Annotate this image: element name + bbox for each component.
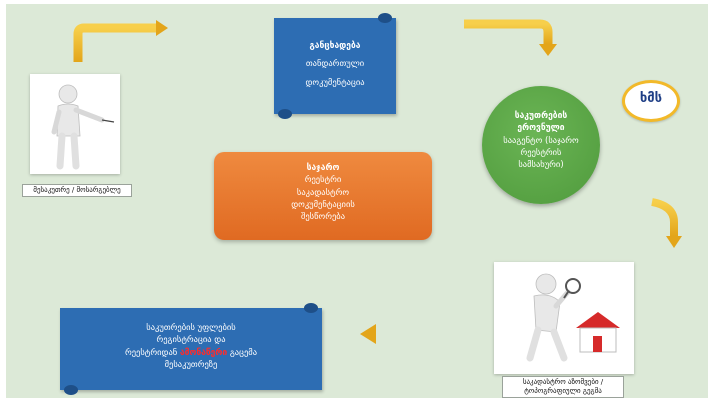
agency-circle: საკუთრების ეროვნული სააგენტო (საჯარო რეე…: [482, 86, 600, 204]
registration-line-3-before: რეესტრიდან: [124, 347, 180, 358]
owner-caption: მესაკუთრე / მოსარგებლე: [22, 184, 132, 198]
application-title: განცხადება: [309, 41, 361, 51]
arrow-head-3: [666, 236, 682, 248]
extract-highlight: ამონაწერი: [179, 347, 228, 358]
arrow-agency-to-survey: [651, 198, 678, 236]
agency-line-4: რეესტრის: [520, 147, 562, 158]
registry-line-2: რეესტრი: [304, 175, 342, 186]
agency-logo: ხმს: [622, 80, 680, 122]
arrow-application-to-agency: [464, 19, 553, 44]
registration-line-4: მესაკუთრეზე: [164, 359, 218, 370]
scroll-curl-bottom: [64, 385, 78, 395]
scroll-curl-top: [378, 13, 392, 23]
registry-line-3: საკადასტრო: [296, 187, 350, 198]
registry-line-1: საჯარო: [306, 163, 340, 173]
arrow-head-4: [360, 324, 376, 344]
agency-line-2: ეროვნული: [517, 123, 565, 134]
registry-line-5: შესწორება: [300, 212, 346, 223]
registration-line-2: რეგისტრაცია და: [156, 335, 226, 346]
application-line-3: დოკუმენტაცია: [305, 77, 365, 88]
arrow-head-2: [539, 44, 557, 56]
registry-correction-box: საჯარო რეესტრი საკადასტრო დოკუმენტაციის …: [214, 152, 432, 240]
owner-figure-card: [30, 74, 120, 174]
registration-scroll: საკუთრების უფლების რეგისტრაცია და რეესტრ…: [60, 303, 322, 395]
person-magnifier-house-icon: [526, 273, 620, 362]
logo-text: ხმს: [639, 91, 663, 106]
arrow-head-1: [156, 20, 168, 36]
agency-line-3: სააგენტო (საჯარო: [503, 135, 579, 146]
scroll-curl-top: [304, 303, 318, 313]
application-scroll: განცხადება თანდართული დოკუმენტაცია: [274, 13, 396, 119]
registry-line-4: დოკუმენტაციის: [291, 199, 355, 210]
flow-arrows: [73, 19, 682, 344]
agency-line-5: სამსახური): [518, 160, 564, 171]
registration-line-3-after: გაცემა: [227, 347, 258, 358]
registration-line-1: საკუთრების უფლების: [146, 323, 236, 333]
application-line-2: თანდართული: [305, 59, 365, 70]
arrow-person-to-application: [73, 23, 156, 62]
diagram-canvas: მესაკუთრე / მოსარგებლე განცხადება თანდარ…: [6, 4, 708, 399]
agency-line-1: საკუთრების: [514, 111, 568, 121]
scroll-curl-bottom: [278, 109, 292, 119]
survey-caption: საკადასტრო აზომვები / ტოპოგრაფიული გეგმა: [502, 376, 624, 399]
person-pointing-icon: [51, 84, 115, 170]
registration-line-3: რეესტრიდან ამონაწერი გაცემა: [60, 347, 322, 359]
survey-figure-card: [494, 262, 634, 374]
